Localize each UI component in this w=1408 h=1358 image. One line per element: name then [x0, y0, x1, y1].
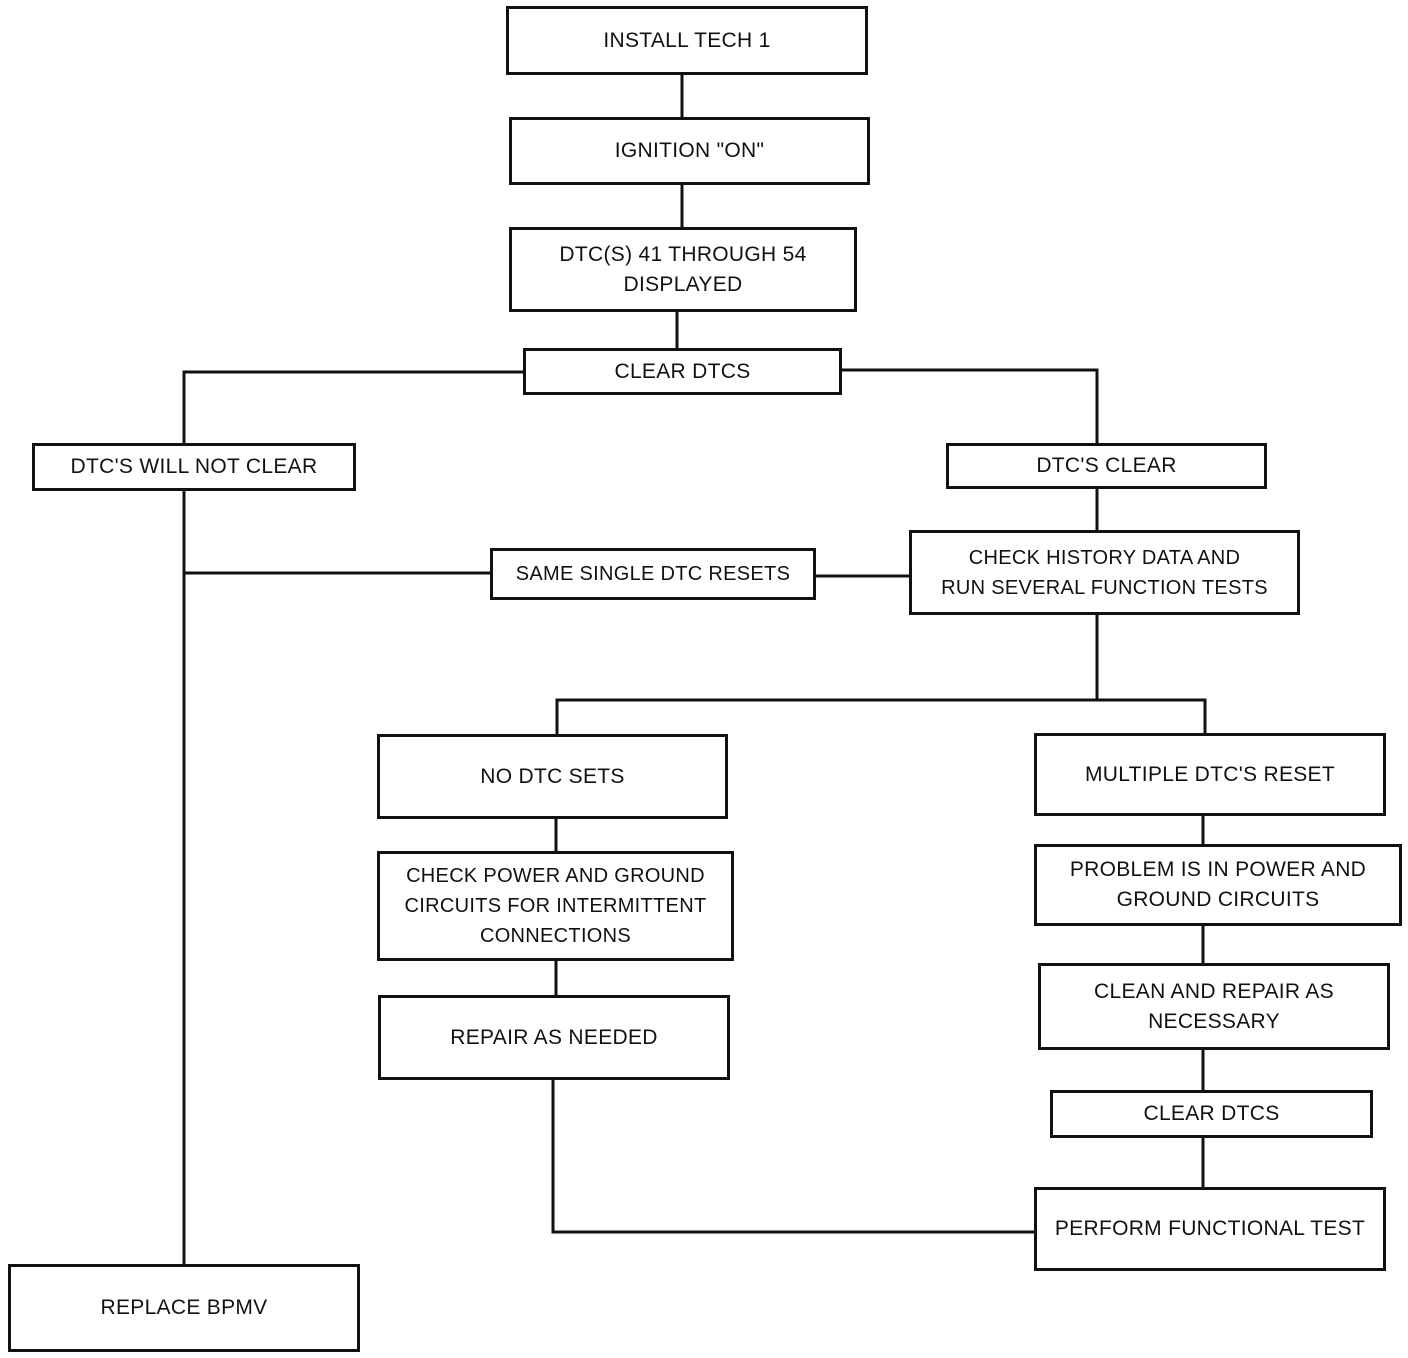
node-clean-repair: CLEAN AND REPAIR AS NECESSARY [1038, 963, 1390, 1050]
node-dtcs-displayed: DTC(S) 41 THROUGH 54 DISPLAYED [509, 227, 857, 312]
node-replace-bpmv: REPLACE BPMV [8, 1264, 360, 1352]
connector-branch-bar [555, 698, 1207, 737]
node-clear-dtcs-2: CLEAR DTCS [1050, 1090, 1373, 1138]
node-same-single-dtc-resets: SAME SINGLE DTC RESETS [490, 548, 816, 600]
node-install-tech1: INSTALL TECH 1 [506, 6, 868, 75]
node-check-power-ground: CHECK POWER AND GROUND CIRCUITS FOR INTE… [377, 851, 734, 961]
connector-repair-to-functional-test [551, 1077, 1039, 1234]
node-clear-dtcs-1: CLEAR DTCS [523, 348, 842, 395]
node-problem-power-ground: PROBLEM IS IN POWER AND GROUND CIRCUITS [1034, 844, 1402, 926]
node-repair-as-needed: REPAIR AS NEEDED [378, 995, 730, 1080]
node-dtcs-will-not-clear: DTC'S WILL NOT CLEAR [32, 443, 356, 491]
connector-clear-to-will-not-clear [182, 370, 527, 446]
node-check-history: CHECK HISTORY DATA AND RUN SEVERAL FUNCT… [909, 530, 1300, 615]
node-multiple-dtcs-reset: MULTIPLE DTC'S RESET [1034, 733, 1386, 816]
node-perform-functional-test: PERFORM FUNCTIONAL TEST [1034, 1187, 1386, 1271]
node-no-dtc-sets: NO DTC SETS [377, 734, 728, 819]
node-ignition-on: IGNITION "ON" [509, 117, 870, 185]
connector-clear-to-dtcs-clear [839, 368, 1099, 446]
node-dtcs-clear: DTC'S CLEAR [946, 443, 1267, 489]
